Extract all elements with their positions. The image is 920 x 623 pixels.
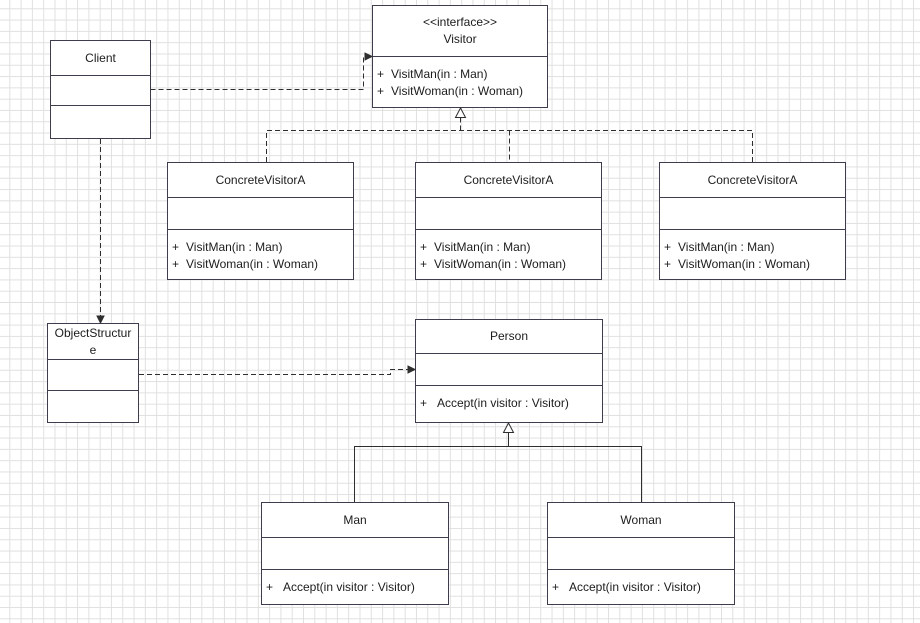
- class-name: ObjectStructure: [54, 325, 132, 357]
- operation-signature: Accept(in visitor : Visitor): [569, 580, 701, 594]
- operations-compartment: + Accept(in visitor : Visitor): [548, 569, 734, 604]
- operation-row: + VisitMan(in : Man): [660, 239, 845, 256]
- class-visitor[interactable]: <<interface>> Visitor + VisitMan(in : Man…: [372, 5, 548, 108]
- operation-signature: VisitWoman(in : Woman): [678, 257, 811, 271]
- class-name: Woman: [620, 512, 662, 527]
- operation-row: + VisitWoman(in : Woman): [416, 256, 601, 273]
- dependency-client-to-visitor[interactable]: [150, 52, 374, 90]
- class-concrete-visitor-a-3[interactable]: ConcreteVisitorA + VisitMan(in : Man) + Vi…: [659, 162, 846, 280]
- dependency-line[interactable]: [150, 56, 367, 90]
- attributes-compartment: [168, 197, 353, 229]
- arrowhead-icon: [407, 365, 417, 374]
- class-header: Person: [416, 320, 602, 353]
- operation-visibility: +: [377, 84, 385, 98]
- operation-signature: VisitMan(in : Man): [678, 240, 775, 254]
- class-concrete-visitor-a-1[interactable]: ConcreteVisitorA + VisitMan(in : Man) + Vi…: [167, 162, 354, 280]
- operation-visibility: +: [172, 240, 180, 254]
- attributes-compartment: [262, 537, 448, 569]
- attributes-compartment: [51, 75, 150, 105]
- operation-row: + VisitWoman(in : Woman): [373, 83, 547, 100]
- class-header: ConcreteVisitorA: [416, 163, 601, 197]
- class-header: ObjectStructure: [48, 324, 138, 359]
- operation-visibility: +: [377, 67, 385, 81]
- operation-visibility: +: [420, 396, 428, 410]
- class-name: Man: [343, 512, 367, 527]
- class-woman[interactable]: Woman + Accept(in visitor : Visitor): [547, 502, 735, 605]
- operation-visibility: +: [552, 580, 560, 594]
- operation-row: + VisitMan(in : Man): [416, 239, 601, 256]
- generalization-man-woman-to-person[interactable]: [354, 421, 642, 503]
- operations-compartment: + VisitMan(in : Man) + VisitWoman(in : Wom…: [416, 229, 601, 279]
- class-name: Person: [489, 329, 529, 343]
- class-header: <<interface>> Visitor: [373, 6, 547, 56]
- operations-compartment: + Accept(in visitor : Visitor): [262, 569, 448, 604]
- operation-row: + Accept(in visitor : Visitor): [262, 579, 448, 596]
- class-name: ConcreteVisitorA: [215, 172, 306, 187]
- operation-row: + VisitMan(in : Man): [168, 239, 353, 256]
- class-name: Client: [85, 50, 116, 65]
- class-client[interactable]: Client: [50, 40, 151, 139]
- operation-signature: VisitMan(in : Man): [391, 67, 488, 81]
- class-header: ConcreteVisitorA: [168, 163, 353, 197]
- operations-compartment: + Accept(in visitor : Visitor): [416, 385, 602, 422]
- operation-visibility: +: [664, 257, 672, 271]
- operation-visibility: +: [664, 240, 672, 254]
- operations-compartment: + VisitMan(in : Man) + VisitWoman(in : Wom…: [168, 229, 353, 279]
- operation-row: + VisitMan(in : Man): [373, 66, 547, 83]
- attributes-compartment: [660, 197, 845, 229]
- class-header: Client: [51, 41, 150, 75]
- operation-signature: VisitWoman(in : Woman): [391, 84, 524, 98]
- operation-row: + VisitWoman(in : Woman): [168, 256, 353, 273]
- operation-visibility: +: [172, 257, 180, 271]
- attributes-compartment: [548, 537, 734, 569]
- operation-visibility: +: [266, 580, 274, 594]
- attributes-compartment: [48, 359, 138, 390]
- operations-compartment: + VisitMan(in : Man) + VisitWoman(in : Wom…: [373, 56, 547, 107]
- operation-signature: Accept(in visitor : Visitor): [283, 580, 415, 594]
- class-header: Woman: [548, 503, 734, 537]
- operations-compartment: [48, 390, 138, 422]
- operation-signature: VisitMan(in : Man): [434, 240, 531, 254]
- operation-row: + VisitWoman(in : Woman): [660, 256, 845, 273]
- operation-signature: VisitMan(in : Man): [186, 240, 283, 254]
- operations-compartment: + VisitMan(in : Man) + VisitWoman(in : Wom…: [660, 229, 845, 279]
- realization-concrete-visitors-to-visitor[interactable]: [266, 106, 753, 162]
- generalization-branch-line[interactable]: [354, 446, 642, 503]
- class-name: ConcreteVisitorA: [463, 172, 554, 187]
- class-concrete-visitor-a-2[interactable]: ConcreteVisitorA + VisitMan(in : Man) + Vi…: [415, 162, 602, 280]
- class-man[interactable]: Man + Accept(in visitor : Visitor): [261, 502, 449, 605]
- attributes-compartment: [416, 353, 602, 385]
- operation-row: + Accept(in visitor : Visitor): [548, 579, 734, 596]
- class-header: ConcreteVisitorA: [660, 163, 845, 197]
- class-object-structure[interactable]: ObjectStructure: [47, 323, 139, 423]
- dependency-line[interactable]: [139, 369, 409, 375]
- arrowhead-icon: [96, 315, 105, 325]
- attributes-compartment: [416, 197, 601, 229]
- operation-signature: VisitWoman(in : Woman): [186, 257, 319, 271]
- dependency-client-to-object-structure[interactable]: [96, 139, 105, 325]
- arrowhead-icon: [364, 52, 374, 61]
- stereotype-label: <<interface>>: [422, 15, 498, 29]
- hollow-triangle-icon: [454, 106, 467, 118]
- operation-visibility: +: [420, 257, 428, 271]
- operation-visibility: +: [420, 240, 428, 254]
- class-header: Man: [262, 503, 448, 537]
- operation-row: + Accept(in visitor : Visitor): [416, 395, 602, 412]
- operation-signature: Accept(in visitor : Visitor): [437, 396, 569, 410]
- hollow-triangle-icon: [502, 421, 515, 433]
- class-person[interactable]: Person + Accept(in visitor : Visitor): [415, 319, 603, 423]
- class-name: Visitor: [443, 32, 477, 46]
- class-name: ConcreteVisitorA: [707, 172, 798, 187]
- dependency-object-structure-to-person[interactable]: [139, 365, 417, 375]
- operation-signature: VisitWoman(in : Woman): [434, 257, 567, 271]
- operations-compartment: [51, 105, 150, 138]
